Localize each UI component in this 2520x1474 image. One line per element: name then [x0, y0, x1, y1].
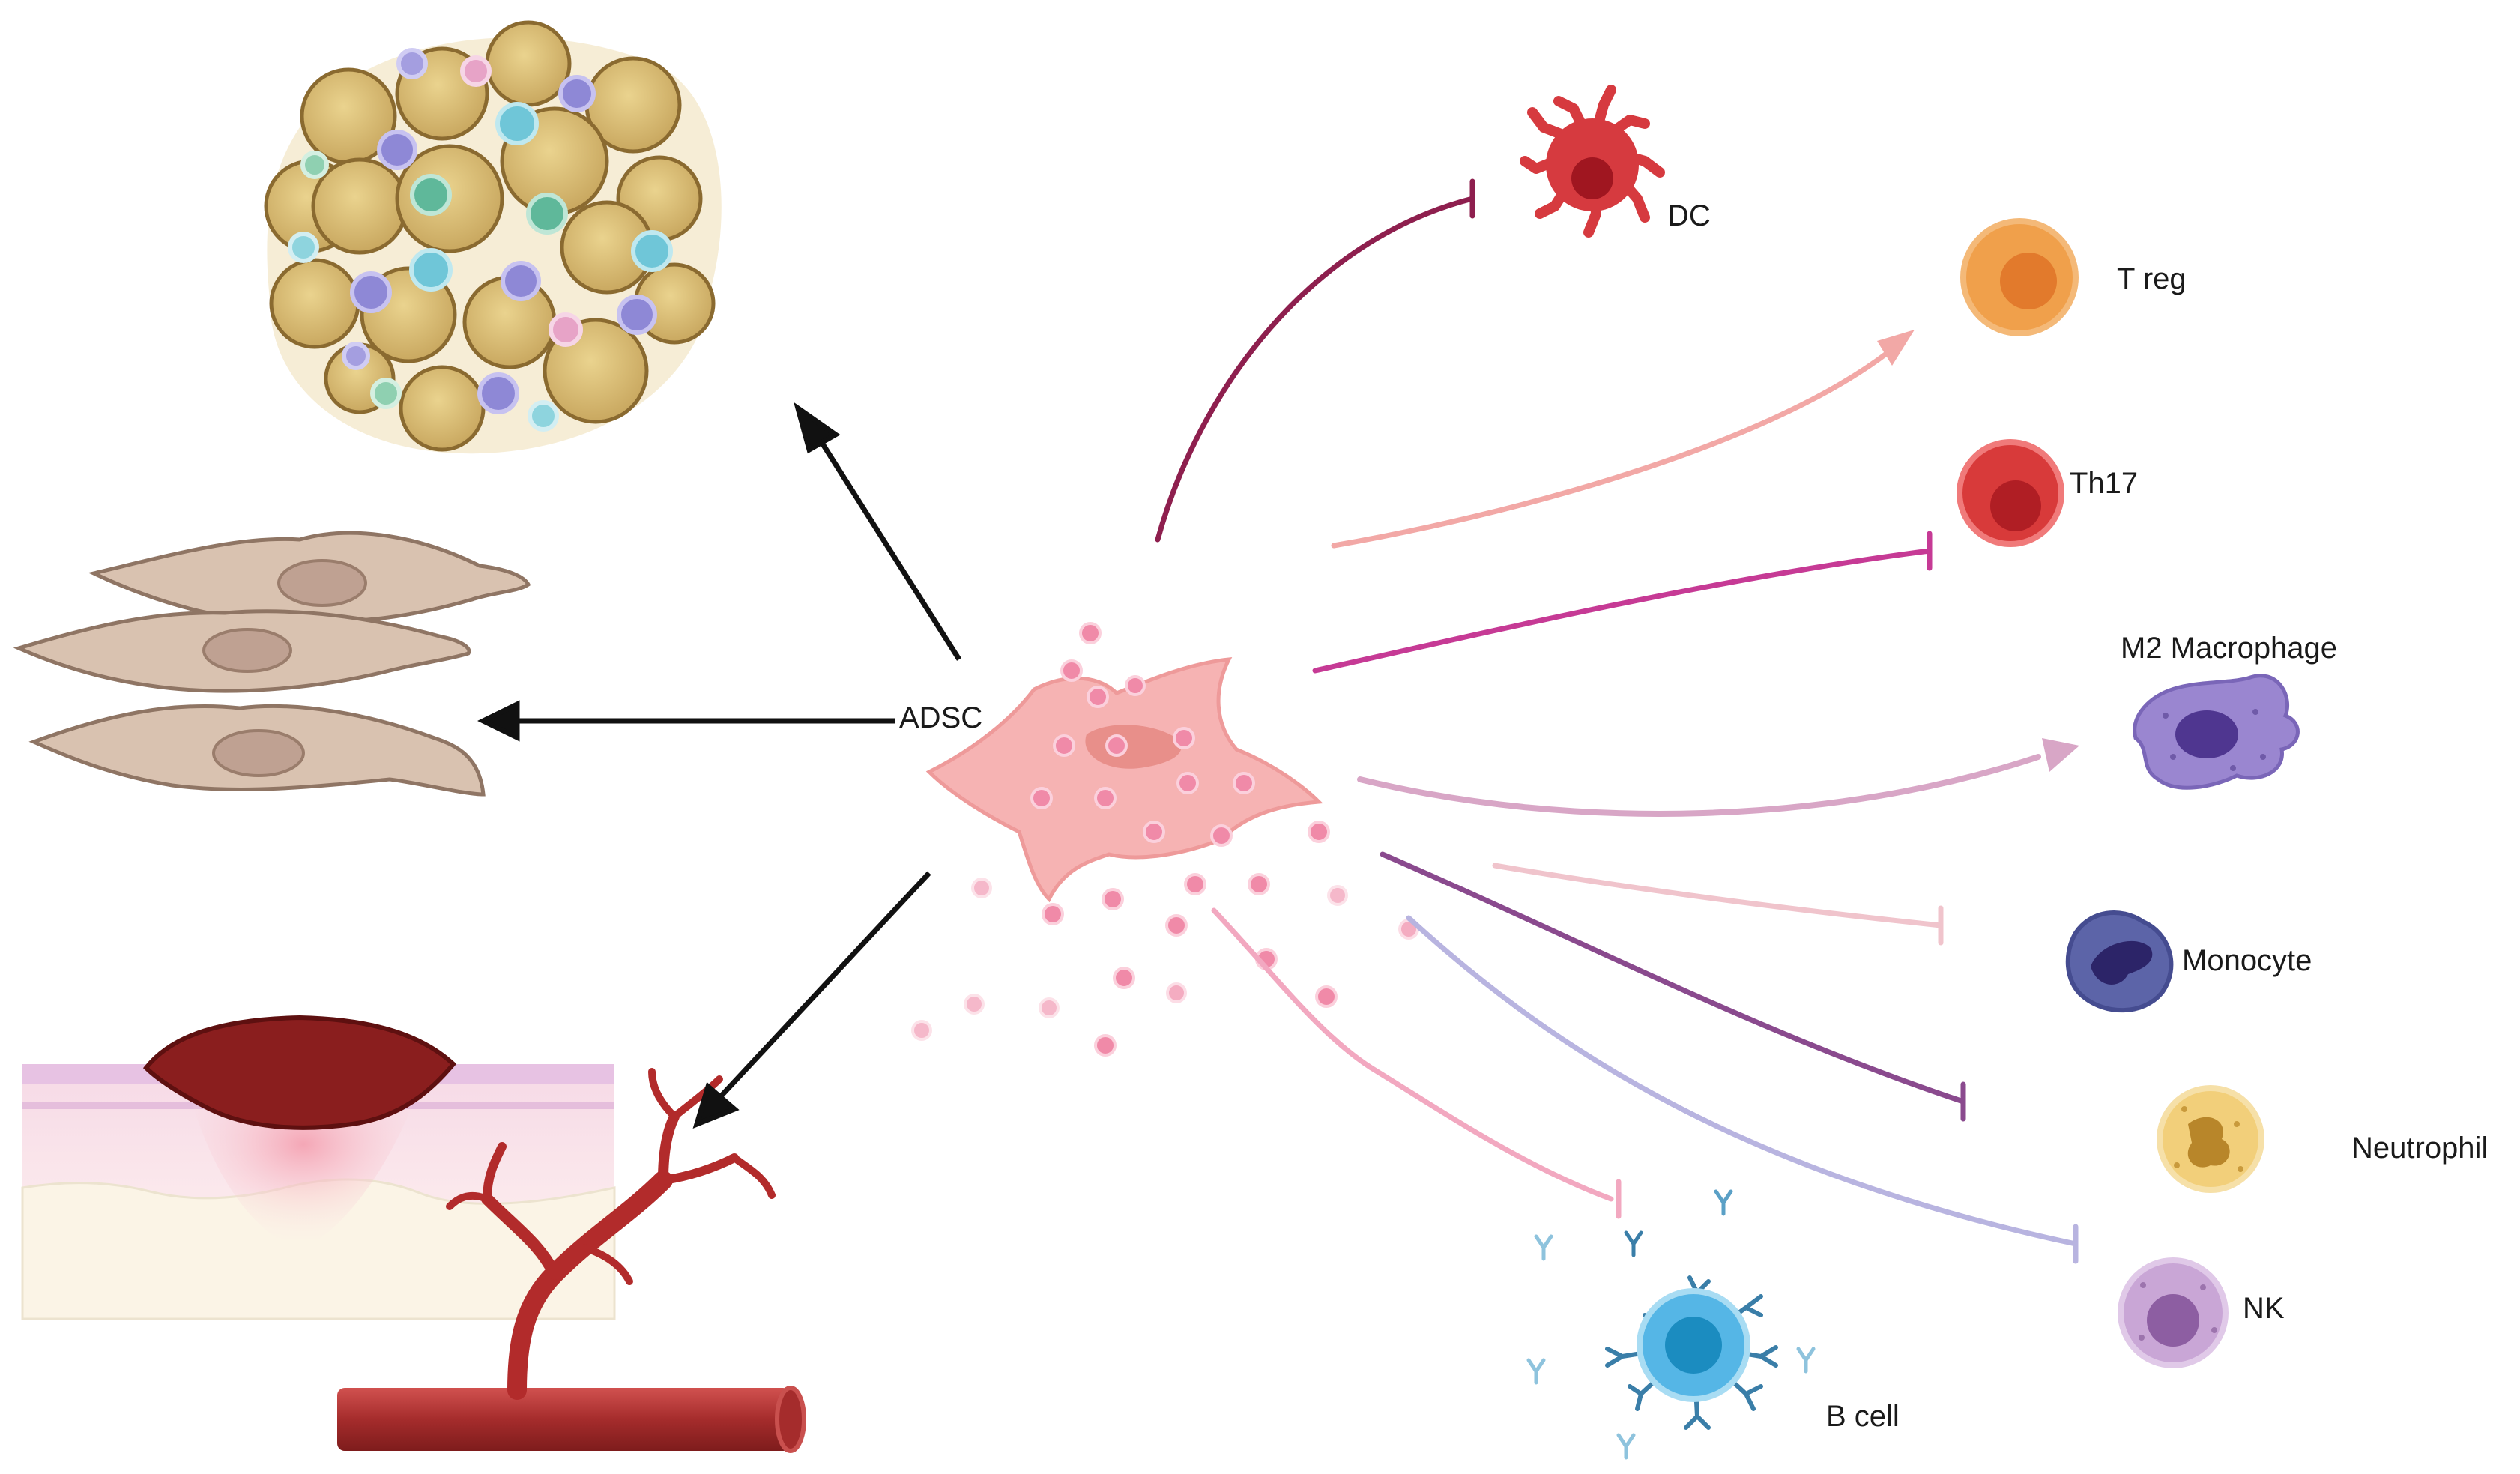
arrow-to-adipose	[815, 433, 961, 661]
monocyte-cell	[2065, 910, 2174, 1013]
skin-wound	[21, 1015, 616, 1320]
connector-neutrophil	[1380, 851, 1966, 1105]
b-cell	[1526, 1189, 1816, 1460]
dc-label: DC	[1667, 199, 1711, 232]
connector-th17	[1312, 548, 1933, 674]
m2-macrophage-label: M2 Macrophage	[2121, 632, 2338, 665]
connector-monocyte	[1492, 863, 1944, 928]
neutrophil-cell	[2157, 1085, 2264, 1193]
fibroblast-cells	[13, 531, 531, 797]
fat-cells	[264, 20, 716, 452]
b-cell-label: B cell	[1826, 1400, 1900, 1433]
connector-dc	[1155, 196, 1475, 543]
adsc-cell	[925, 657, 1323, 903]
th17-label: Th17	[2070, 467, 2139, 500]
m2-macrophage-cell	[2133, 674, 2300, 790]
immune-cells-in-fat	[288, 48, 673, 432]
blood-vessel	[337, 1068, 806, 1453]
monocyte-label: Monocyte	[2182, 944, 2312, 977]
th17-cell	[1957, 439, 2064, 547]
adipose-tissue-cluster	[264, 20, 722, 454]
connector-m2	[1357, 754, 2041, 817]
connector-treg	[1331, 349, 1891, 549]
connector-nk	[1406, 915, 2079, 1247]
treg-label: T reg	[2117, 262, 2187, 295]
secreted-vesicles	[911, 622, 1419, 1057]
neutrophil-label: Neutrophil	[2351, 1132, 2489, 1165]
nk-cell	[2118, 1257, 2229, 1368]
nk-label: NK	[2243, 1292, 2285, 1325]
adsc-label: ADSC	[899, 701, 983, 734]
arrow-to-wound	[717, 871, 931, 1100]
antibodies	[1526, 1189, 1816, 1460]
treg-cell	[1960, 218, 2079, 336]
differentiation-arrows	[477, 402, 961, 1129]
connector-bcell	[1211, 907, 1614, 1202]
dendritic-cell	[1520, 85, 1665, 238]
immune-connectors	[1155, 178, 2079, 1264]
